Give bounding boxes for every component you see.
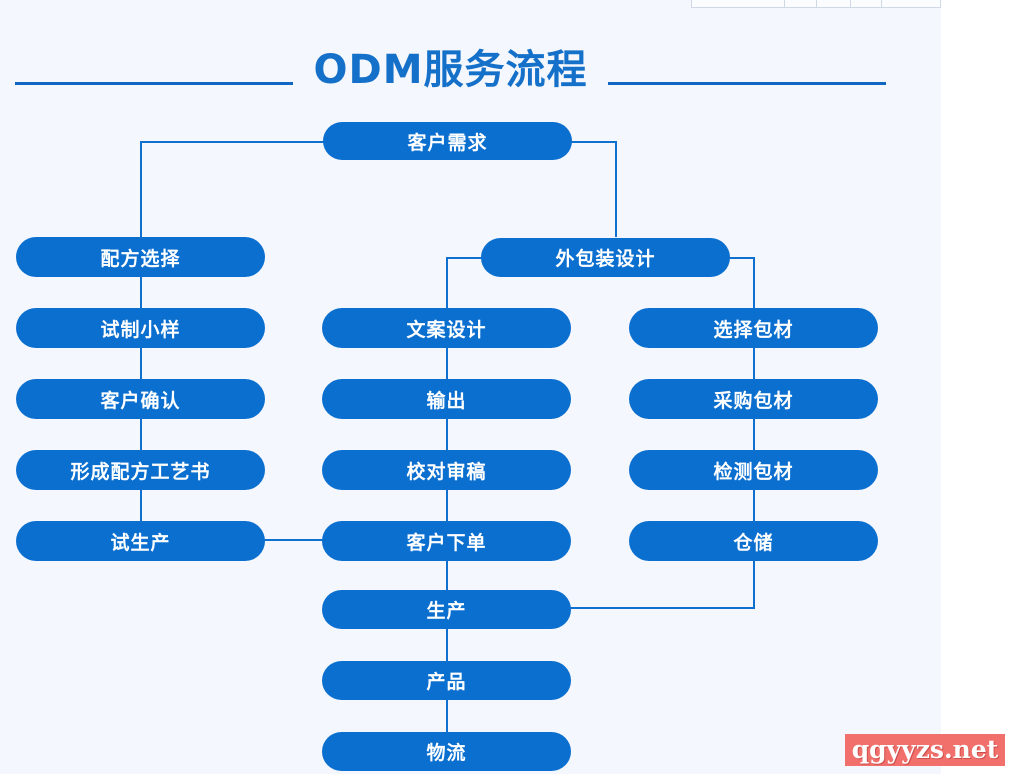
watermark: qgyyzs.net [845,734,1005,766]
connector-formula-to-sample [140,277,142,309]
node-select-packaging[interactable]: 选择包材 [629,308,878,348]
node-customer-confirm[interactable]: 客户确认 [16,379,265,419]
connector-trialprod-to-order [264,539,324,541]
table-cell [692,0,785,7]
node-purchase-packaging[interactable]: 采购包材 [629,379,878,419]
connector-order-to-production [446,561,448,593]
connector-pkgdesign-to-material-h [721,257,755,259]
connector-select-to-purchase [753,348,755,380]
connector-pkgdesign-to-copy-h [446,257,491,259]
connector-doc-to-trialprod [140,490,142,522]
title-rule-left [15,82,293,85]
node-proofreading[interactable]: 校对审稿 [322,450,571,490]
node-inspect-packaging[interactable]: 检测包材 [629,450,878,490]
node-logistics[interactable]: 物流 [322,732,571,771]
connector-product-to-logistics [446,700,448,732]
connector-warehouse-to-production-h [570,607,755,609]
node-output[interactable]: 输出 [322,379,571,419]
connector-demand-to-packaging-h [571,141,617,143]
connector-proof-to-order [446,490,448,522]
node-product[interactable]: 产品 [322,661,571,700]
connector-purchase-to-inspect [753,419,755,451]
connector-inspect-to-warehouse [753,490,755,522]
connector-sample-to-confirm [140,348,142,380]
connector-confirm-to-doc [140,419,142,451]
node-trial-production[interactable]: 试生产 [16,521,265,561]
connector-warehouse-to-production-v [753,561,755,608]
connector-demand-to-formula-v [140,141,142,237]
node-customer-demand[interactable]: 客户需求 [323,122,572,160]
node-copywriting-design[interactable]: 文案设计 [322,308,571,348]
connector-pkgdesign-to-copy-v [446,257,448,309]
node-formula-process-doc[interactable]: 形成配方工艺书 [16,450,265,490]
title-rule-right [608,82,886,85]
connector-output-to-proof [446,419,448,451]
node-formula-selection[interactable]: 配方选择 [16,237,265,277]
connector-copy-to-output [446,348,448,380]
table-cell [817,0,851,7]
connector-demand-to-formula-h [140,141,325,143]
node-customer-order[interactable]: 客户下单 [322,521,571,561]
page-title: ODM服务流程 [313,47,588,93]
partial-table-strip [691,0,941,8]
connector-pkgdesign-to-material-v [753,257,755,309]
watermark-text: qgyyzs.net [851,735,999,764]
connector-demand-to-packaging-v [615,141,617,237]
node-production[interactable]: 生产 [322,590,571,629]
node-warehousing[interactable]: 仓储 [629,521,878,561]
table-cell [851,0,882,7]
connector-production-to-product [446,629,448,662]
table-cell [785,0,817,7]
node-trial-sample[interactable]: 试制小样 [16,308,265,348]
table-cell [882,0,940,7]
page-title-row: ODM服务流程 [0,26,941,93]
node-outer-packaging-design[interactable]: 外包装设计 [481,238,730,277]
